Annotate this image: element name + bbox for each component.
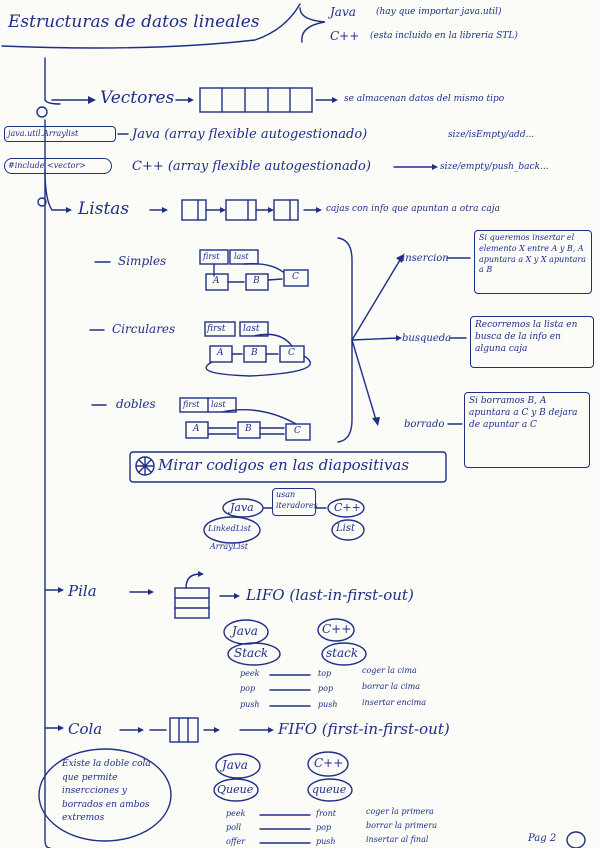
cola-java: Java: [222, 758, 248, 772]
listas-cpp-oval: C++: [334, 501, 361, 514]
page-number: Pag 2: [528, 833, 557, 844]
dobles-node-b: B: [245, 424, 252, 434]
cola-op-desc: insertar al final: [366, 835, 429, 844]
insercion-note: Si queremos insertar el elemento X entre…: [474, 230, 592, 294]
insercion-label: insercion: [402, 253, 449, 264]
cpp-note: (esta incluido en la libreria STL): [370, 31, 518, 41]
listas-desc: cajas con info que apuntan a otra caja: [326, 204, 500, 214]
pila-op-cpp: pop: [318, 684, 334, 693]
vectores-desc: se almacenan datos del mismo tipo: [344, 94, 505, 104]
simples-first: first: [203, 252, 220, 261]
pila-op-java: peek: [240, 669, 260, 678]
cola-op-desc: borrar la primera: [366, 821, 438, 830]
pila-op-java: pop: [240, 684, 256, 693]
pila-op-desc: coger la cima: [362, 666, 417, 675]
circulares-node-b: B: [251, 348, 258, 358]
cola-op-java: peek: [226, 809, 246, 818]
dobles-node-c: C: [294, 426, 301, 436]
borrado-note: Si borramos B, A apuntara a C y B dejara…: [464, 392, 590, 468]
java-note: (hay que importar java.util): [376, 7, 502, 17]
listas-heading: Listas: [78, 199, 130, 219]
cola-op-desc: coger la primera: [366, 807, 434, 816]
vectores-java-methods: size/isEmpty/add...: [448, 130, 535, 140]
vectores-cpp-line: C++ (array flexible autogestionado): [132, 159, 371, 174]
java-label: Java: [330, 5, 356, 19]
cola-cpp: C++: [314, 756, 344, 770]
simples-node-a: A: [213, 276, 220, 286]
vectores-cpp-methods: size/empty/push_back...: [440, 162, 549, 172]
java-import-badge: java.util.Arraylist: [4, 126, 116, 142]
pila-op-desc: insertar encima: [362, 698, 427, 707]
simples-node-b: B: [253, 276, 260, 286]
listas-simples: Simples: [118, 254, 167, 268]
listas-circulares: Circulares: [112, 322, 176, 336]
arraylist-label: ArrayList: [210, 542, 248, 551]
page-title: Estructuras de datos lineales: [8, 12, 260, 32]
listas-java-oval: Java: [230, 501, 254, 514]
vectores-heading: Vectores: [100, 88, 175, 108]
circulares-last: last: [243, 324, 260, 334]
pila-heading: Pila: [68, 582, 97, 600]
pila-java-class: Stack: [234, 646, 269, 660]
dobles-last: last: [211, 400, 226, 409]
pila-op-desc: borrar la cima: [362, 682, 420, 691]
dobles-node-a: A: [193, 424, 200, 434]
cpp-include-badge: #include <vector>: [4, 158, 112, 174]
cola-cpp-class: queue: [312, 783, 347, 796]
circulares-node-c: C: [288, 348, 295, 358]
cola-op-cpp: pop: [316, 823, 332, 832]
pila-op-java: push: [240, 700, 260, 709]
busqueda-note: Recorremos la lista en busca de la info …: [470, 316, 594, 368]
cola-op-java: poll: [226, 823, 242, 832]
cola-op-cpp: push: [316, 837, 336, 846]
fifo-label: FIFO (first-in-first-out): [278, 720, 450, 738]
pila-op-cpp: push: [318, 700, 338, 709]
cola-java-class: Queue: [217, 783, 254, 796]
cola-op-cpp: front: [316, 809, 336, 818]
simples-node-c: C: [292, 272, 299, 282]
cola-op-java: offer: [226, 837, 246, 846]
usan-iteradores-note: usan iteradores: [272, 488, 318, 516]
mirar-codigos-note: Mirar codigos en las diapositivas: [158, 456, 410, 474]
listas-dobles: dobles: [116, 397, 156, 411]
pila-cpp: C++: [322, 622, 352, 636]
vectores-java-line: Java (array flexible autogestionado): [132, 127, 368, 142]
lifo-label: LIFO (last-in-first-out): [246, 586, 414, 604]
borrado-label: borrado: [404, 419, 445, 430]
simples-last: last: [234, 252, 249, 261]
pila-op-cpp: top: [318, 669, 332, 678]
deque-note: Existe la doble cola que permite insercc…: [62, 759, 151, 823]
dobles-first: first: [183, 400, 200, 409]
circulares-node-a: A: [217, 348, 224, 358]
pila-java: Java: [232, 624, 258, 638]
linkedlist-label: LinkedList: [208, 524, 251, 533]
pila-cpp-class: stack: [326, 646, 359, 660]
cola-heading: Cola: [68, 720, 103, 738]
list-label: List: [336, 523, 355, 534]
cpp-label: C++: [330, 29, 360, 43]
busqueda-label: busqueda: [402, 333, 452, 344]
circulares-first: first: [207, 324, 226, 334]
